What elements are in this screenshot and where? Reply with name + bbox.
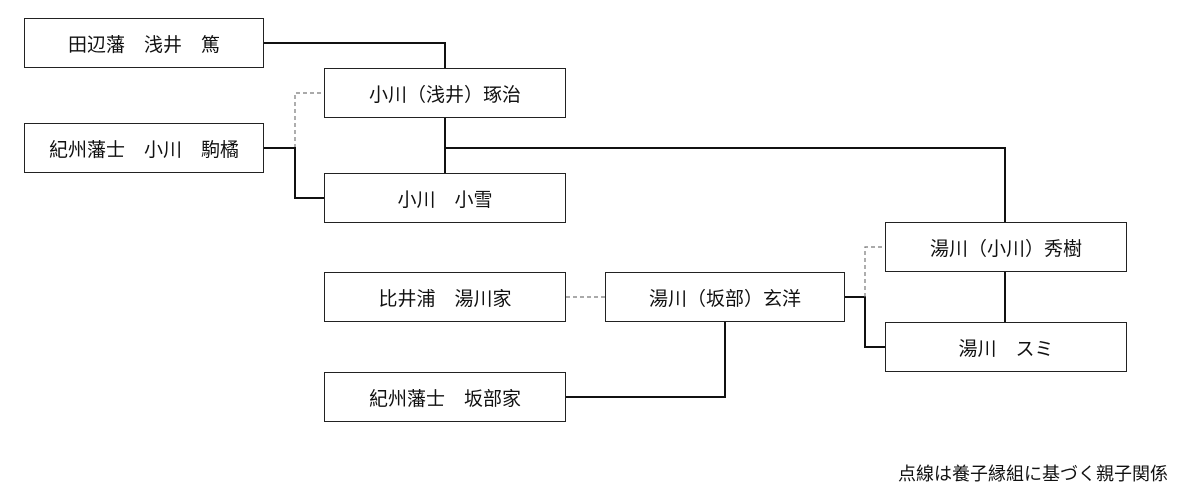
node-kishu-sakabe-family: 紀州藩士 坂部家 <box>324 372 566 422</box>
connector-takuji-to-hideki <box>445 147 1006 222</box>
connector-genyo-to-sumi <box>845 296 885 348</box>
node-tanabe-asai-atsushi: 田辺藩 浅井 篤 <box>24 18 264 68</box>
legend-note: 点線は養子縁組に基づく親子関係 <box>898 464 1168 485</box>
connector-adoption-genyo-hideki <box>864 246 885 297</box>
node-hiiura-yukawa-family: 比井浦 湯川家 <box>324 272 566 322</box>
node-ogawa-asai-takuji: 小川（浅井）琢治 <box>324 68 566 118</box>
node-yukawa-sumi: 湯川 スミ <box>885 322 1127 372</box>
node-kishu-ogawa-komakitsu: 紀州藩士 小川 駒橘 <box>24 123 264 173</box>
node-yukawa-sakabe-genyo: 湯川（坂部）玄洋 <box>605 272 845 322</box>
connector-adoption-komakitsu-takuji <box>294 92 324 148</box>
node-ogawa-koyuki: 小川 小雪 <box>324 173 566 223</box>
connector-komakitsu-to-koyuki <box>264 147 324 199</box>
connector-sakabe-to-genyo <box>566 322 726 398</box>
connector-asai-to-takuji <box>264 42 446 68</box>
node-yukawa-ogawa-hideki: 湯川（小川）秀樹 <box>885 222 1127 272</box>
